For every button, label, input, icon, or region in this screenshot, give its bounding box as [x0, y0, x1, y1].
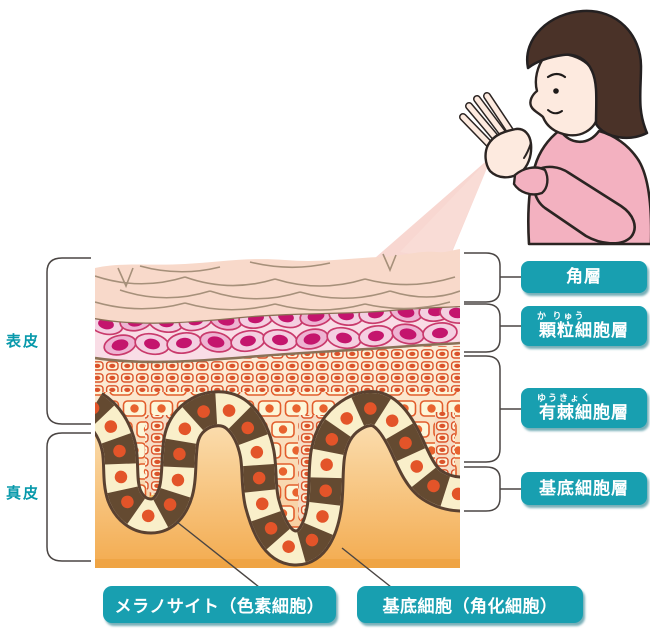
magnifier-beam: [375, 156, 492, 262]
label-granular-layer: か りゅう 顆粒細胞層: [521, 306, 647, 346]
dermis-bracket: [46, 432, 91, 562]
label-basal-cell: 基底細胞（角化細胞）: [357, 586, 583, 623]
granular-furigana: か りゅう: [537, 311, 586, 322]
woman-illustration: [459, 9, 650, 246]
label-basal-layer: 基底細胞層: [521, 472, 647, 505]
epidermis-label-text: 表皮: [5, 333, 40, 350]
face: [529, 52, 599, 137]
label-epidermis: 表皮: [0, 330, 46, 351]
sleeve-arm: [532, 165, 636, 245]
melanocyte-pointer-line: [176, 521, 260, 588]
epidermis-bracket: [46, 257, 91, 425]
eye: [553, 88, 559, 94]
corneum-scales: [95, 253, 460, 311]
label-spinous-layer: ゆうきょく 有棘細胞層: [521, 388, 647, 428]
stratum-corneum-label-text: 角層: [566, 267, 602, 287]
granular-bracket: [464, 303, 501, 353]
eyebrow: [546, 72, 567, 79]
spinous-furigana: ゆうきょく: [537, 393, 593, 404]
granular-label-text: 顆粒細胞層: [539, 321, 629, 341]
label-melanocyte: メラノサイト（色素細胞）: [103, 586, 336, 623]
label-stratum-corneum: 角層: [521, 261, 647, 293]
hair: [525, 9, 649, 140]
corneum-bracket: [464, 252, 501, 303]
basal-cell-pointer-line: [341, 547, 392, 588]
basal-bracket: [464, 466, 501, 512]
hand: [459, 92, 533, 179]
label-dermis: 真皮: [0, 482, 46, 503]
dermis-label-text: 真皮: [5, 485, 40, 502]
basal-cell-label-text: 基底細胞（角化細胞）: [382, 597, 558, 616]
skin-cross-section: [95, 249, 460, 568]
basal-layer-band: [95, 390, 460, 567]
basal-layer-label-text: 基底細胞層: [539, 478, 629, 498]
melanocyte-label-text: メラノサイト（色素細胞）: [114, 597, 325, 616]
brackets: [46, 252, 521, 588]
spinous-bracket: [464, 355, 501, 463]
stratum-corneum-layer: [95, 249, 460, 323]
smile-mouth: [547, 109, 563, 115]
melanin-dots: [95, 402, 460, 555]
spinous-label-text: 有棘細胞層: [539, 403, 629, 423]
sleeve-cuff: [512, 166, 549, 196]
